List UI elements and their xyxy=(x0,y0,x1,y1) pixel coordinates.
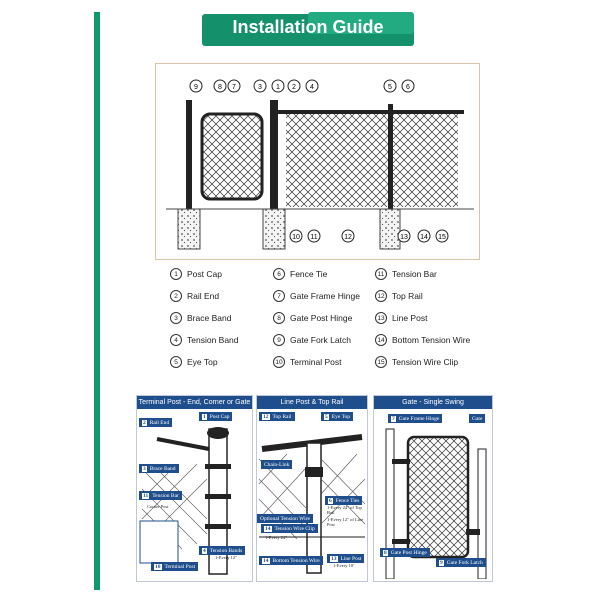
callout-7: 7 xyxy=(232,84,236,91)
gate-illustration xyxy=(385,428,487,579)
panel-title: Line Post & Top Rail xyxy=(257,396,367,409)
accent-bar xyxy=(94,12,100,590)
callout-13: 13 xyxy=(400,234,408,241)
tag-gate: Gate xyxy=(469,414,486,423)
tag-optional-tension-wire: Optional Tension Wire xyxy=(257,514,313,523)
callout-10: 10 xyxy=(292,234,300,241)
panel-title: Gate - Single Swing xyxy=(374,396,492,409)
callout-5: 5 xyxy=(388,84,392,91)
callout-1: 1 xyxy=(276,84,280,91)
panel-title: Terminal Post - End, Corner or Gate xyxy=(137,396,252,409)
callout-8: 8 xyxy=(218,84,222,91)
line-post-note: 1-Every 10' xyxy=(333,563,354,568)
fence-ties-note-2: 1-Every 12" of Line Post xyxy=(327,517,364,527)
tag-chain-link: Chain-Link xyxy=(261,460,293,469)
fence-illustration: 9 8 7 3 1 2 4 5 6 10 11 12 13 14 15 xyxy=(166,79,474,250)
fence-ties-note-1: 1-Every 24" of Top Rail xyxy=(327,505,362,515)
callout-6: 6 xyxy=(406,84,410,91)
callout-12: 12 xyxy=(344,234,352,241)
line-post-illustration xyxy=(258,434,366,574)
page-title: Installation Guide xyxy=(232,17,384,37)
callout-4: 4 xyxy=(310,84,314,91)
callout-15: 15 xyxy=(438,234,446,241)
title-banner: Installation Guide xyxy=(202,12,414,46)
corner-post-label: Corner Post xyxy=(147,504,169,509)
callout-2: 2 xyxy=(292,84,296,91)
fence-diagram: 9 8 7 3 1 2 4 5 6 10 11 12 13 14 15 xyxy=(155,63,480,260)
callout-3: 3 xyxy=(258,84,262,91)
callout-9: 9 xyxy=(194,84,198,91)
tension-bands-note: 1-Every 12" xyxy=(215,555,237,560)
tension-wire-clip-note: 1-Every 24" xyxy=(265,535,287,540)
callout-14: 14 xyxy=(420,234,428,241)
callout-11: 11 xyxy=(310,234,317,241)
